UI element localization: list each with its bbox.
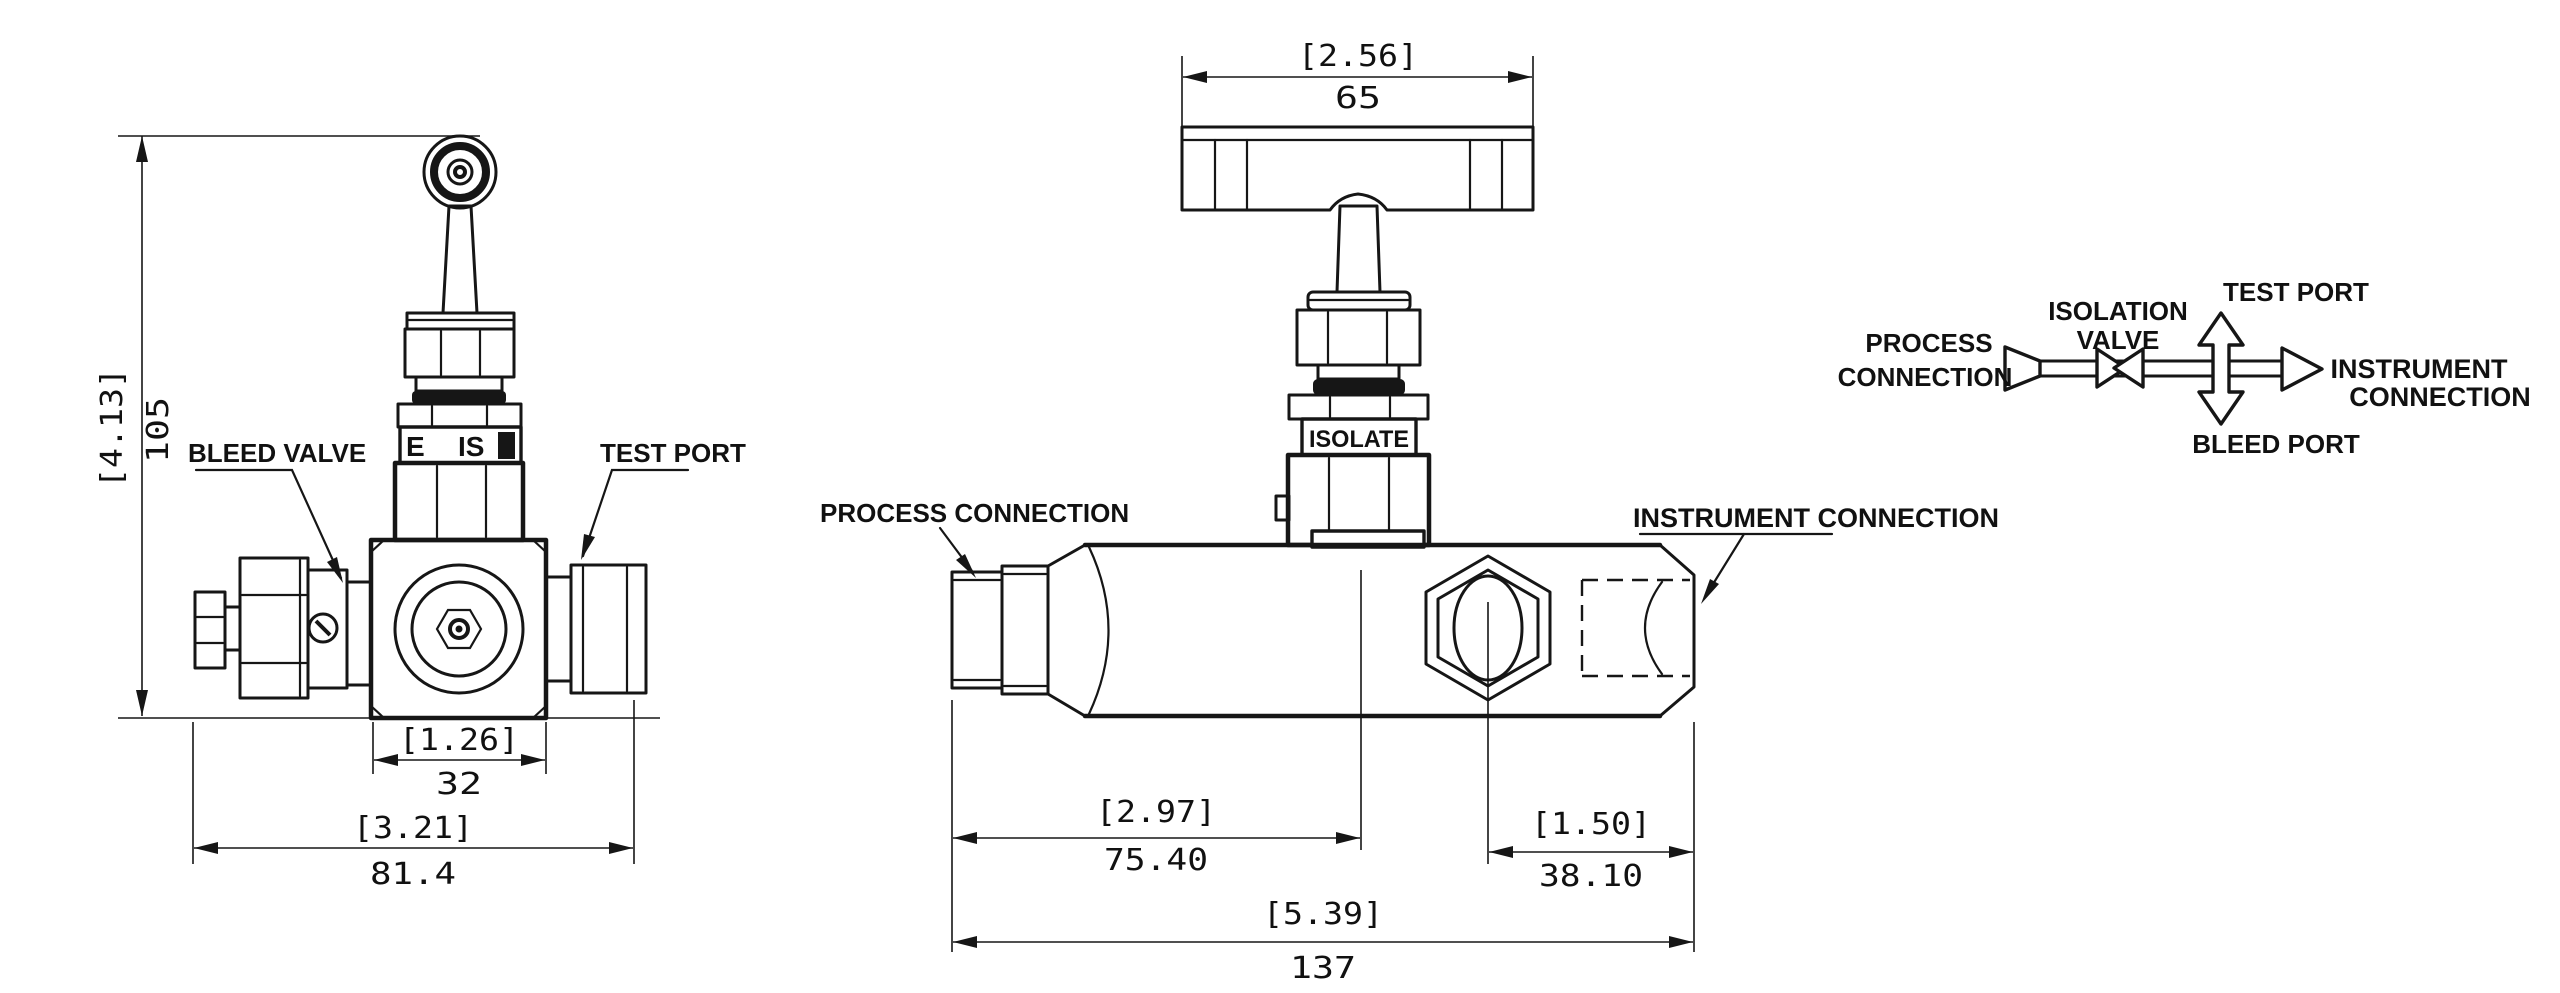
front-width-mm: 32 <box>436 767 482 802</box>
test-port-label: TEST PORT <box>600 438 746 468</box>
arrowhead-up <box>136 136 148 162</box>
front-callout-test-port: TEST PORT <box>581 438 746 560</box>
front-body <box>368 537 549 721</box>
schematic-bleed-port: BLEED PORT <box>2192 429 2360 459</box>
process-connection-label: PROCESS CONNECTION <box>820 498 1129 528</box>
process-to-stem-mm: 75.40 <box>1104 843 1208 878</box>
side-overall-dimension: [5.39] 137 <box>953 897 1693 986</box>
handle-width-mm: 65 <box>1335 81 1381 116</box>
front-bonnet-label-band: E IS <box>398 425 523 465</box>
front-overall-inches: [3.21] <box>353 811 473 846</box>
side-stem-to-end-dimension: [1.50] 38.10 <box>1489 722 1695 952</box>
side-isolate-band: ISOLATE <box>1300 417 1418 457</box>
schematic-instrument-line2: CONNECTION <box>2349 382 2531 412</box>
stem-to-end-inches: [1.50] <box>1531 807 1651 842</box>
front-height-dimension: [4.13] 105 <box>95 135 660 719</box>
side-overall-inches: [5.39] <box>1263 897 1383 932</box>
front-callout-bleed-valve: BLEED VALVE <box>188 438 366 583</box>
bleed-valve-label: BLEED VALVE <box>188 438 366 468</box>
isolation-valve-symbol <box>2095 347 2128 389</box>
isolate-label: ISOLATE <box>1309 426 1409 453</box>
side-handle-dimension: [2.56] 65 <box>1181 39 1534 132</box>
front-overall-mm: 81.4 <box>370 857 456 892</box>
front-handle <box>422 134 498 315</box>
process-to-stem-inches: [2.97] <box>1096 795 1216 830</box>
process-inlet-taper <box>2003 345 2042 392</box>
side-view: [2.56] 65 ISOLATE <box>820 39 1999 986</box>
schematic-test-port: TEST PORT <box>2223 277 2369 307</box>
instrument-outlet-arrow <box>2280 346 2324 392</box>
front-height-inches: [4.13] <box>95 368 130 488</box>
side-hidden-port <box>1580 578 1690 678</box>
schematic-isolation-line1: ISOLATION <box>2048 296 2188 326</box>
oring-band <box>412 391 506 404</box>
side-handle-bar <box>1180 125 1535 294</box>
side-callout-instrument: INSTRUMENT CONNECTION <box>1633 503 1999 604</box>
band-fragment-right: IS <box>458 431 484 462</box>
arrowhead-down <box>136 690 148 716</box>
front-overall-dimension: [3.21] 81.4 <box>192 700 635 892</box>
schematic-instrument-line1: INSTRUMENT <box>2331 354 2508 384</box>
oring-band <box>1313 379 1405 395</box>
leader-arrowhead <box>327 557 343 583</box>
front-test-assembly <box>544 563 648 695</box>
front-view: [4.13] 105 E IS <box>95 134 746 892</box>
schematic-process-line1: PROCESS <box>1865 328 1992 358</box>
instrument-connection-label: INSTRUMENT CONNECTION <box>1633 503 1999 533</box>
flow-schematic: PROCESS CONNECTION ISOLATION VALVE TEST … <box>1838 277 2531 459</box>
handle-eye-ring <box>430 142 490 202</box>
leader-arrowhead <box>1701 579 1719 604</box>
leader-arrowhead <box>581 534 595 560</box>
side-body <box>950 542 1696 864</box>
bleed-screw <box>307 612 339 644</box>
side-bonnet-stack: ISOLATE <box>1274 290 1432 549</box>
front-height-mm: 105 <box>141 397 176 463</box>
schematic-process-line2: CONNECTION <box>1838 362 2013 392</box>
front-bleed-assembly <box>193 556 373 700</box>
test-bleed-cross-arrows <box>2197 311 2245 426</box>
process-stub <box>950 570 1004 690</box>
stem-to-end-mm: 38.10 <box>1539 859 1643 894</box>
side-overall-mm: 137 <box>1290 951 1356 986</box>
schematic-isolation-line2: VALVE <box>2077 325 2160 355</box>
side-process-to-stem-dimension: [2.97] 75.40 <box>951 700 1360 952</box>
test-port-hex-socket <box>435 608 483 650</box>
leader-arrowhead <box>956 554 976 578</box>
front-width-dimension: [1.26] 32 <box>372 722 547 802</box>
front-width-inches: [1.26] <box>399 723 519 758</box>
handle-width-inches: [2.56] <box>1298 39 1418 74</box>
side-callout-process: PROCESS CONNECTION <box>820 498 1129 578</box>
band-fragment-left: E <box>406 431 425 462</box>
front-bonnet-stack: E IS <box>392 311 526 543</box>
